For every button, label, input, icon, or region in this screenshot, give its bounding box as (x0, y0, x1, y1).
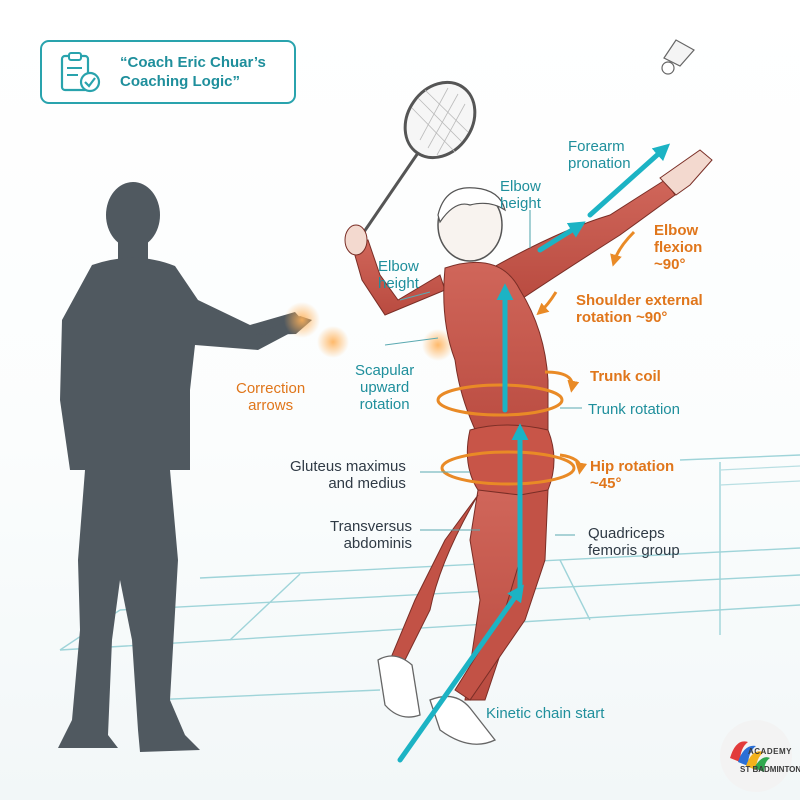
academy-logo-icon (720, 720, 792, 792)
label-transversus: Transversus abdominis (330, 518, 412, 552)
label-scapular-upward-rotation: Scapular upward rotation (355, 362, 415, 413)
logo-text-academy: ACADEMY (748, 747, 792, 756)
rotation-rings (436, 230, 636, 486)
net (719, 465, 800, 486)
label-kinetic-chain-start: Kinetic chain start (486, 705, 605, 722)
title-line-1: “Coach Eric Chuar’s (120, 54, 266, 71)
racket-icon (351, 80, 477, 249)
label-elbow-height-left: Elbow height (378, 258, 419, 292)
coach-silhouette (58, 182, 312, 752)
title-card: “Coach Eric Chuar’s Coaching Logic” (40, 40, 296, 104)
title-line-2: Coaching Logic” (120, 73, 240, 90)
player-figure (344, 149, 713, 745)
shuttlecock-icon (661, 39, 695, 75)
label-hip-rotation: Hip rotation ~45° (590, 458, 675, 492)
label-correction-arrows: Correction arrows (236, 380, 306, 414)
page-title: “Coach Eric Chuar’s Coaching Logic” (120, 53, 266, 91)
label-elbow-flexion: Elbow flexion ~90° (654, 222, 703, 273)
kinetic-chain-arrows (397, 143, 671, 763)
label-shoulder-external-rotation: Shoulder external rotation ~90° (576, 292, 703, 326)
label-trunk-coil: Trunk coil (590, 368, 661, 385)
leader-lines (384, 210, 582, 536)
logo-text-badminton: ST BADMINTON (740, 765, 800, 774)
clipboard-check-icon (60, 52, 101, 93)
correction-glow (317, 326, 349, 358)
label-forearm-pronation: Forearm pronation (568, 138, 631, 172)
correction-glow (422, 329, 454, 361)
label-quadriceps: Quadriceps femoris group (588, 525, 680, 559)
label-trunk-rotation: Trunk rotation (588, 401, 680, 418)
label-elbow-height-top: Elbow height (500, 178, 541, 212)
label-gluteus: Gluteus maximus and medius (290, 458, 406, 492)
correction-glow (284, 302, 320, 338)
